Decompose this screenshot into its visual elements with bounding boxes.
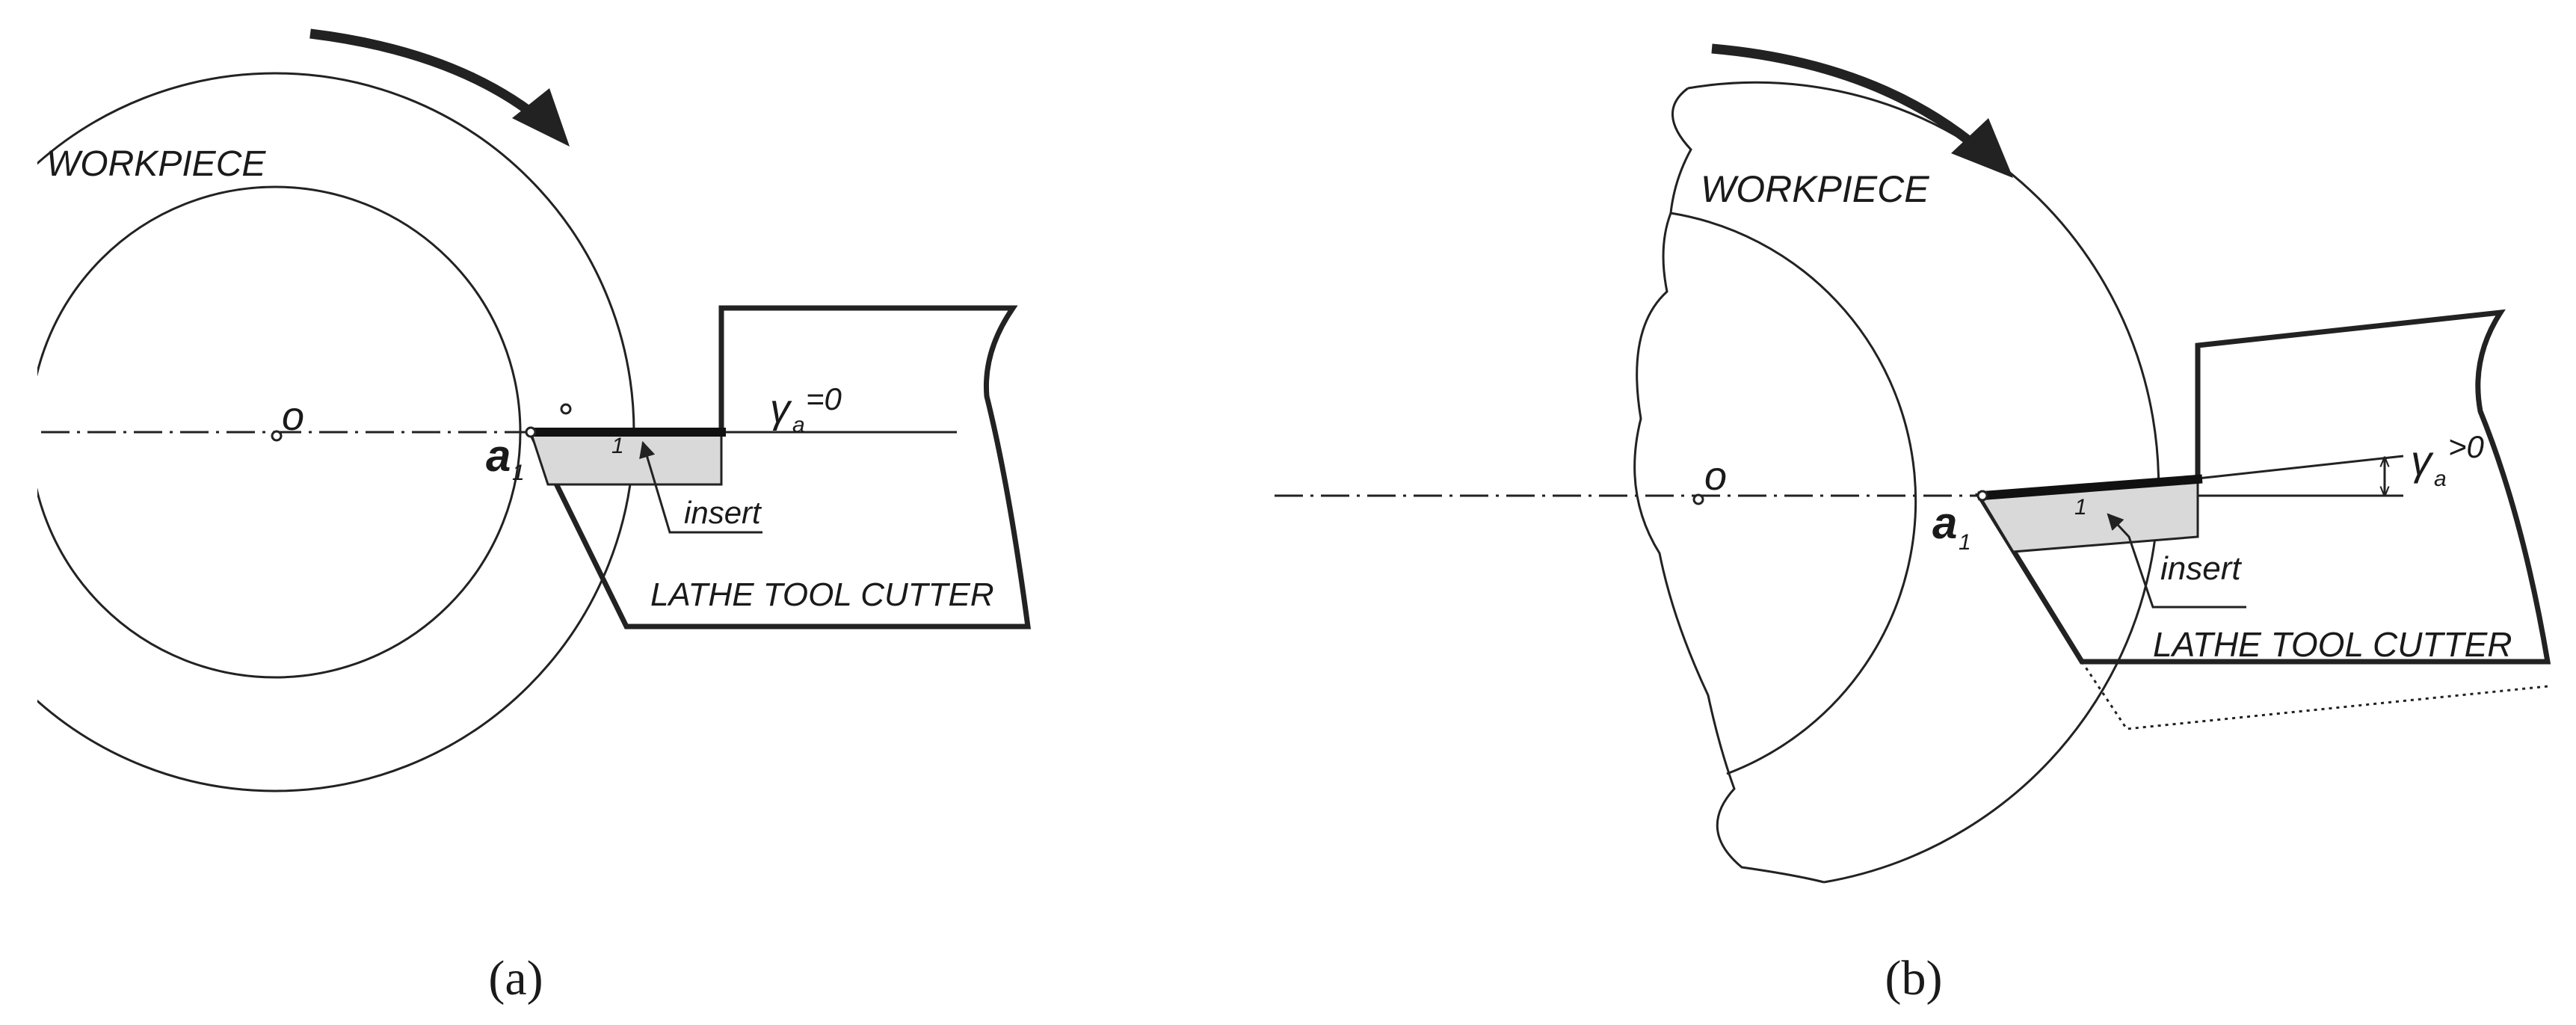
rotation-arrow (1711, 43, 1992, 161)
small-circle-marker (560, 403, 572, 415)
insert-label: insert (2160, 550, 2242, 587)
rotation-arrow-head (512, 88, 570, 147)
angle-subscript: a (792, 413, 805, 437)
tool-hidden-edge (2080, 661, 2548, 730)
angle-subscript: a (2434, 467, 2447, 491)
caption-b: (b) (1885, 951, 1943, 1006)
insert-shape (529, 431, 723, 486)
angle-symbol: γ (2411, 437, 2434, 484)
angle-symbol: γ (770, 387, 792, 431)
workpiece-inner-arc (1670, 212, 1917, 775)
workpiece-outer-arc (1687, 81, 2160, 884)
tool-label: LATHE TOOL CUTTER (2153, 625, 2512, 664)
insert-leader (2107, 513, 2246, 609)
insert-label: insert (684, 495, 762, 530)
point-label: a (1932, 498, 1957, 548)
center-point-o (271, 430, 283, 442)
lathe-tool-body (526, 305, 1031, 630)
caption-a: (a) (488, 951, 543, 1006)
cutting-point-a1 (1976, 490, 1988, 502)
workpiece-label: WORKPIECE (46, 144, 266, 184)
rotation-arrow-head (1951, 118, 2013, 178)
lathe-tool-body (1975, 309, 2551, 665)
rake-reference-line (2197, 455, 2404, 480)
rake-face (1977, 474, 2203, 501)
center-label: o (282, 394, 304, 439)
angle-relation: =0 (806, 381, 842, 416)
insert-number: 1 (611, 434, 624, 458)
panel-a: WORKPIECE o a 1 1 insert LATHE TOOL CUTT… (37, 28, 1031, 1006)
center-point-o (1692, 493, 1704, 505)
point-subscript: 1 (512, 461, 525, 485)
tool-label: LATHE TOOL CUTTER (650, 576, 994, 613)
point-subscript: 1 (1959, 530, 1971, 555)
center-label: o (1704, 454, 1727, 499)
point-label: a (486, 431, 511, 481)
workpiece-break-outline (1633, 87, 1825, 884)
angle-relation: >0 (2448, 429, 2485, 464)
insert-leader (639, 440, 762, 534)
panel-b: WORKPIECE o a 1 1 insert LATHE TOOL CUTT… (1275, 43, 2551, 1006)
insert-number: 1 (2074, 495, 2087, 520)
workpiece-label: WORKPIECE (1701, 168, 1929, 210)
cutting-point-a1 (525, 426, 537, 438)
